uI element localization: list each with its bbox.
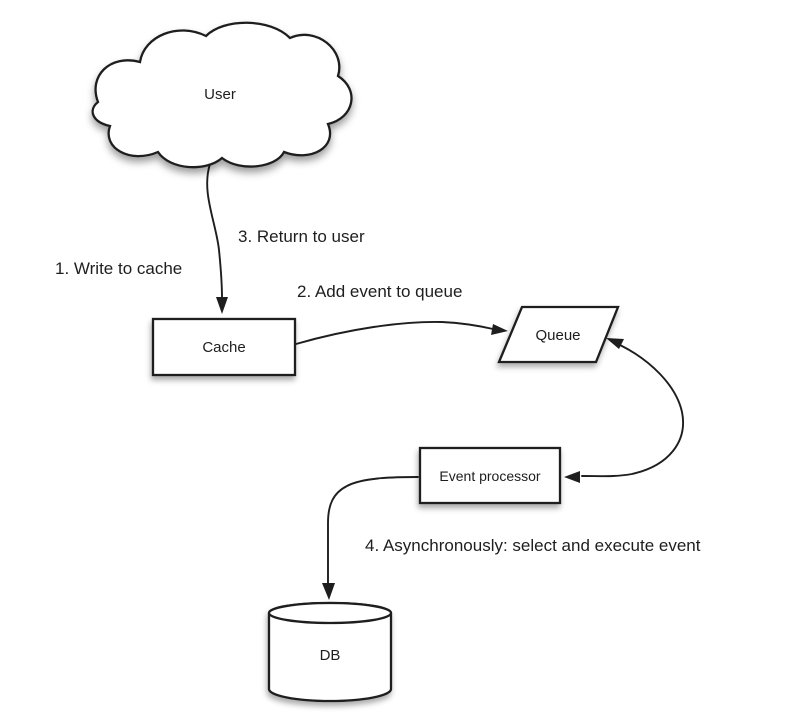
label-step-3: 3. Return to user [238, 227, 365, 246]
arrow-user-to-cache [206, 163, 228, 314]
arrowhead-down-icon [322, 583, 335, 600]
label-step-2: 2. Add event to queue [297, 282, 462, 301]
user-label: User [204, 86, 236, 103]
arrowhead-right-icon [491, 324, 508, 335]
arrowhead-up-left-icon [606, 338, 624, 349]
cache-box [151, 317, 297, 377]
cloud-shape [91, 21, 353, 169]
arrow-event-processor-to-db [322, 476, 419, 600]
queue-label: Queue [535, 327, 580, 344]
edge-line [295, 320, 494, 345]
label-step-1: 1. Write to cache [55, 259, 182, 278]
label-step-4: 4. Asynchronously: select and execute ev… [365, 536, 701, 555]
event-processor-box [418, 446, 562, 505]
edge-line [327, 476, 419, 585]
rectangle-shape [151, 317, 297, 377]
parallelogram-shape [497, 305, 620, 364]
cache-label: Cache [202, 339, 245, 356]
edge-line [206, 163, 223, 299]
arrowhead-left-icon [564, 471, 580, 483]
arrow-queue-event-processor [564, 338, 684, 483]
rectangle-shape [418, 446, 562, 505]
arrow-cache-to-queue [295, 320, 508, 345]
user-cloud [91, 21, 353, 169]
event-processor-label: Event processor [439, 468, 540, 484]
arrowhead-down-icon [216, 297, 228, 314]
db-cylinder [267, 601, 393, 703]
edge-line [581, 344, 684, 478]
db-label: DB [320, 647, 341, 664]
queue-parallelogram [497, 305, 620, 364]
cylinder-top-shape [267, 601, 393, 625]
